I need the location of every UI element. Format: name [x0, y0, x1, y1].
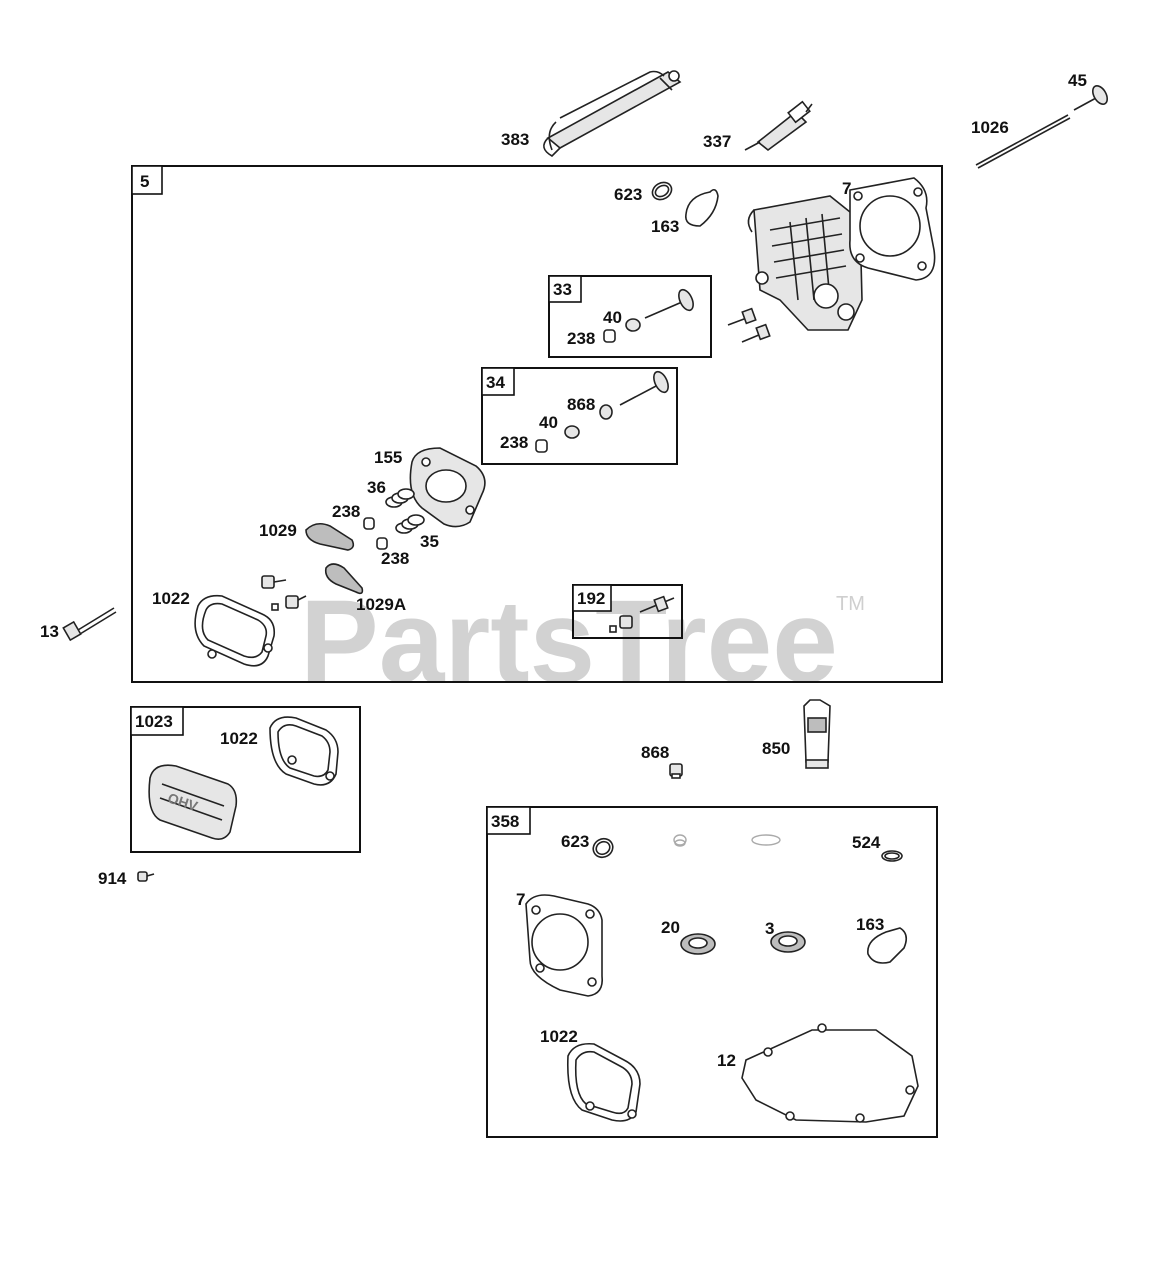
o-ring-icon[interactable] [590, 835, 616, 861]
bolt-icon[interactable] [669, 763, 683, 779]
label-1022-b[interactable]: 1022 [220, 729, 258, 748]
bolt-icon[interactable] [62, 607, 117, 642]
valve-icon[interactable] [644, 287, 696, 319]
seal-icon[interactable] [680, 933, 716, 955]
gasket-icon[interactable] [269, 716, 339, 786]
group-label-358[interactable]: 358 [491, 812, 519, 831]
group-frame-33 [548, 275, 712, 358]
gasket-icon[interactable] [751, 834, 781, 846]
seal-icon[interactable] [673, 834, 687, 847]
gasket-icon[interactable] [194, 594, 276, 667]
group-frame-34 [481, 367, 678, 465]
label-850[interactable]: 850 [762, 739, 790, 758]
valve-icon[interactable] [1073, 83, 1110, 111]
group-frame-1023 [130, 706, 361, 853]
watermark: PartsTree [300, 576, 838, 708]
spring-icon[interactable] [564, 425, 580, 439]
spring-icon[interactable] [385, 488, 415, 508]
valve-icon[interactable] [619, 369, 671, 406]
label-1022-c[interactable]: 1022 [540, 1027, 578, 1046]
group-tag-358 [486, 806, 531, 835]
label-3[interactable]: 3 [765, 919, 774, 938]
label-623-b[interactable]: 623 [561, 832, 589, 851]
push-rod-icon[interactable] [975, 114, 1071, 169]
label-45[interactable]: 45 [1068, 71, 1087, 90]
group-frame-358 [486, 806, 938, 1138]
label-623-a[interactable]: 623 [614, 185, 642, 204]
seal-icon[interactable] [376, 537, 388, 550]
seal-icon[interactable] [599, 404, 613, 420]
group-label-33[interactable]: 33 [553, 280, 572, 299]
seal-icon[interactable] [535, 439, 548, 453]
label-524[interactable]: 524 [852, 833, 881, 852]
label-163-b[interactable]: 163 [856, 915, 884, 934]
bolt-icon[interactable] [727, 307, 771, 343]
label-1029[interactable]: 1029 [259, 521, 297, 540]
seal-icon[interactable] [770, 931, 806, 953]
label-1029A[interactable]: 1029A [356, 595, 406, 614]
group-tag-1023 [130, 706, 184, 736]
label-1026[interactable]: 1026 [971, 118, 1009, 137]
label-35[interactable]: 35 [420, 532, 439, 551]
spark-plug-icon[interactable] [744, 100, 813, 152]
label-40-a[interactable]: 40 [603, 308, 622, 327]
label-12[interactable]: 12 [717, 1051, 736, 1070]
label-7-b[interactable]: 7 [516, 890, 525, 909]
bolt-icon[interactable] [609, 595, 675, 633]
tool-icon[interactable] [543, 70, 682, 157]
label-20[interactable]: 20 [661, 918, 680, 937]
label-238-c[interactable]: 238 [332, 502, 360, 521]
o-ring-icon[interactable] [881, 850, 903, 862]
spring-icon[interactable] [395, 514, 425, 534]
seal-icon[interactable] [363, 517, 375, 530]
rocker-arm-icon[interactable] [305, 522, 355, 551]
watermark-tm: TM [836, 593, 865, 615]
group-tag-33 [548, 275, 582, 303]
group-frame-5 [131, 165, 943, 683]
label-383[interactable]: 383 [501, 130, 529, 149]
head-gasket-icon[interactable] [849, 177, 936, 281]
group-label-5[interactable]: 5 [140, 172, 149, 191]
gasket-icon[interactable] [684, 188, 719, 227]
label-40-b[interactable]: 40 [539, 413, 558, 432]
label-36[interactable]: 36 [367, 478, 386, 497]
label-7-a[interactable]: 7 [842, 179, 851, 198]
sealant-tube-icon[interactable] [803, 699, 831, 769]
label-868-a[interactable]: 868 [567, 395, 595, 414]
spring-icon[interactable] [625, 318, 641, 332]
group-label-34[interactable]: 34 [486, 373, 505, 392]
label-337[interactable]: 337 [703, 132, 731, 151]
label-163-a[interactable]: 163 [651, 217, 679, 236]
label-914[interactable]: 914 [98, 869, 127, 888]
bolt-icon[interactable] [261, 575, 307, 611]
label-868-b[interactable]: 868 [641, 743, 669, 762]
label-238-d[interactable]: 238 [381, 549, 409, 568]
group-label-1023[interactable]: 1023 [135, 712, 173, 731]
label-1022-a[interactable]: 1022 [152, 589, 190, 608]
label-13[interactable]: 13 [40, 622, 59, 641]
gasket-icon[interactable] [867, 927, 908, 964]
group-tag-34 [481, 367, 515, 396]
gasket-icon[interactable] [566, 1042, 641, 1122]
gasket-icon[interactable] [409, 447, 486, 528]
o-ring-icon[interactable] [649, 179, 674, 203]
head-gasket-icon[interactable] [525, 894, 604, 997]
label-238-a[interactable]: 238 [567, 329, 595, 348]
group-tag-5 [131, 165, 163, 195]
label-238-b[interactable]: 238 [500, 433, 528, 452]
group-tag-192 [572, 584, 612, 612]
group-label-192[interactable]: 192 [577, 589, 605, 608]
label-155[interactable]: 155 [374, 448, 402, 467]
bolt-icon[interactable] [137, 871, 155, 882]
seal-icon[interactable] [603, 329, 616, 343]
rocker-arm-icon[interactable] [324, 563, 364, 595]
cylinder-head-icon[interactable] [747, 195, 863, 331]
valve-cover-icon[interactable]: OHV [148, 764, 238, 840]
gasket-icon[interactable] [741, 1023, 919, 1123]
